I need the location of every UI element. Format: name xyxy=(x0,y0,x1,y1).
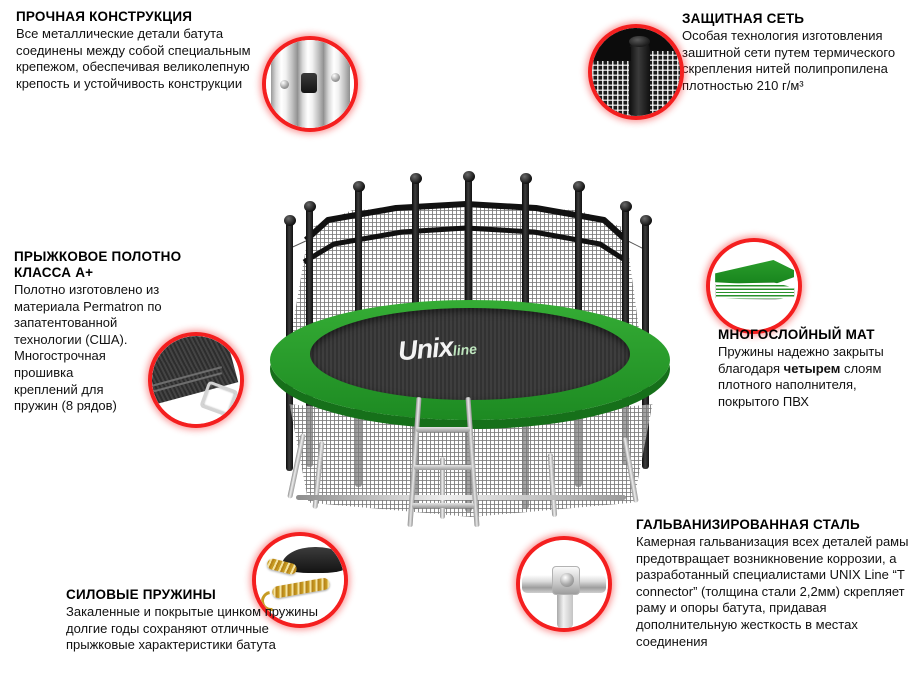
callout-body-before: Пружины надежно закрыты благодаря xyxy=(718,344,884,376)
pole-cap-icon xyxy=(410,173,422,184)
t-connector-icon xyxy=(516,536,612,632)
callout-body-bold: четырем xyxy=(783,360,841,376)
callout-body-line: пружин (8 рядов) xyxy=(14,398,117,414)
callout-body-line: прошивка xyxy=(14,364,74,380)
frame-leg xyxy=(440,457,445,519)
callout-body: Пружины надежно закрыты благодаря четыре… xyxy=(718,344,916,410)
logo-text-main: Unix xyxy=(396,331,454,367)
callout-body-line: технологии (США). xyxy=(14,331,128,347)
jumping-mat xyxy=(310,308,630,400)
callout-galvanized-steel: ГАЛЬВАНИЗИРОВАННАЯ СТАЛЬ Камерная гальва… xyxy=(636,516,914,650)
callout-strong-construction: ПРОЧНАЯ КОНСТРУКЦИЯ Все металлические де… xyxy=(16,8,266,92)
callout-body: Закаленные и покрытые цинком пружины дол… xyxy=(66,604,318,653)
pole-cap-icon xyxy=(463,171,475,182)
callout-power-springs: СИЛОВЫЕ ПРУЖИНЫ Закаленные и покрытые ци… xyxy=(66,586,326,654)
pole-cap-icon xyxy=(520,173,532,184)
callout-title: ПРОЧНАЯ КОНСТРУКЦИЯ xyxy=(16,9,193,24)
callout-title: ГАЛЬВАНИЗИРОВАННАЯ СТАЛЬ xyxy=(636,517,860,532)
pole-cap-icon xyxy=(640,215,652,226)
callout-body: Все металлические детали батута соединен… xyxy=(16,26,251,91)
callout-safety-net: ЗАЩИТНАЯ СЕТЬ Особая технология изготовл… xyxy=(682,10,912,94)
callout-body-line: материала Permatron по xyxy=(14,298,162,314)
pipe-clamp-icon xyxy=(262,36,358,132)
callout-body: Камерная гальванизация всех деталей рамы… xyxy=(636,534,909,649)
callout-title: МНОГОСЛОЙНЫЙ МАТ xyxy=(718,327,875,342)
callout-title-line1: ПРЫЖКОВОЕ ПОЛОТНО xyxy=(14,249,182,264)
callout-body-line: Полотно изготовлено из xyxy=(14,282,160,297)
callout-title: ЗАЩИТНАЯ СЕТЬ xyxy=(682,11,805,26)
callout-body-line: Многострочная xyxy=(14,348,106,364)
callout-title: СИЛОВЫЕ ПРУЖИНЫ xyxy=(66,587,216,602)
pole-cap-icon xyxy=(284,215,296,226)
callout-body-line: запатентованной xyxy=(14,315,118,331)
spring-icon xyxy=(252,532,348,628)
multilayer-mat-icon xyxy=(706,238,802,334)
callout-body-line: креплений для xyxy=(14,381,104,397)
ladder-step xyxy=(414,465,472,470)
pole-cap-icon xyxy=(573,181,585,192)
callout-jump-mat: ПРЫЖКОВОЕ ПОЛОТНО КЛАССА А+ Полотно изго… xyxy=(14,248,224,415)
pole-cap-icon xyxy=(620,201,632,212)
callout-body: Особая технология изготовления зашитной … xyxy=(682,28,896,93)
callout-title-line2: КЛАССА А+ xyxy=(14,265,94,280)
trampoline-illustration: Unixline xyxy=(250,165,690,565)
logo-text-sub: line xyxy=(452,340,478,359)
safety-net-icon xyxy=(588,24,684,120)
ladder-step xyxy=(416,427,470,432)
frame-base-rail xyxy=(296,495,626,500)
pole-cap-icon xyxy=(353,181,365,192)
callout-body-after: слоям плотного наполнителя, покрытого ПВ… xyxy=(718,360,882,409)
pole-cap-icon xyxy=(304,201,316,212)
ladder-step xyxy=(412,503,474,508)
callout-multilayer-mat: МНОГОСЛОЙНЫЙ МАТ Пружины надежно закрыты… xyxy=(718,326,916,410)
jump-mat-icon xyxy=(148,332,244,428)
